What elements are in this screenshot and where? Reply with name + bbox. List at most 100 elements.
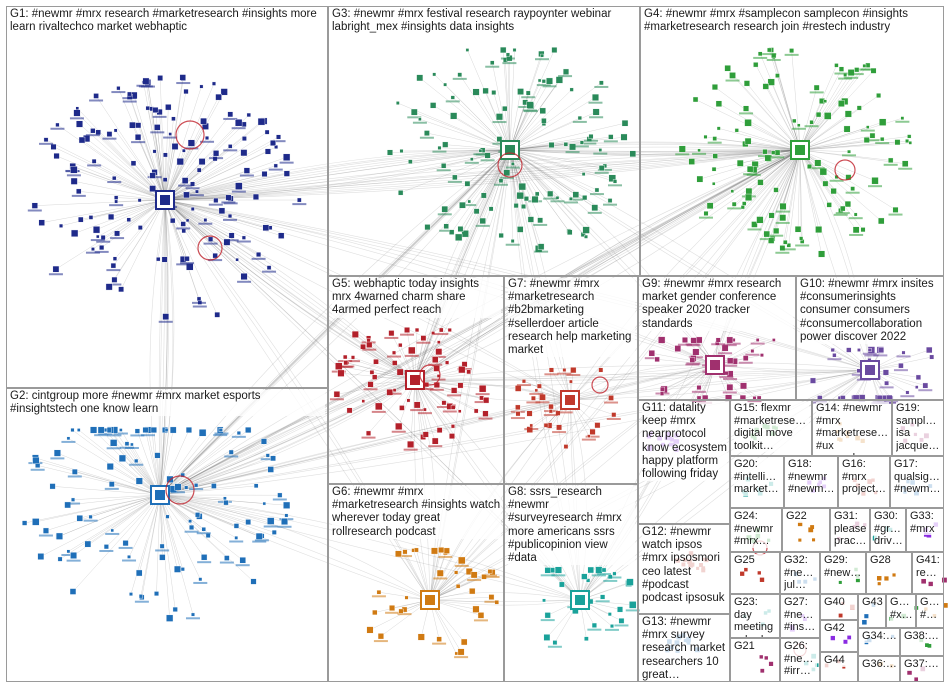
node-caption [473, 153, 488, 156]
node [410, 108, 418, 116]
node [539, 107, 546, 115]
group-box-g2: G2: cintgroup more #newmr #mrx market es… [6, 388, 328, 682]
node-caption [893, 369, 908, 372]
node-caption [231, 435, 246, 438]
node-caption [582, 142, 597, 145]
node [350, 355, 355, 360]
node [584, 636, 589, 641]
node [283, 153, 291, 161]
node [531, 195, 539, 203]
node [366, 341, 373, 348]
node [436, 427, 443, 434]
node [402, 549, 408, 555]
node [659, 391, 665, 396]
node [592, 108, 600, 116]
node [929, 354, 935, 360]
node-caption [574, 145, 589, 148]
node [470, 571, 478, 579]
node-caption [189, 488, 204, 491]
node-caption [434, 333, 449, 336]
node [594, 422, 601, 429]
node-caption [400, 333, 415, 336]
node [743, 105, 750, 112]
node-caption [436, 406, 451, 409]
node [194, 483, 199, 488]
node [927, 643, 932, 648]
node-caption [345, 360, 360, 363]
node [218, 207, 226, 215]
node [515, 404, 521, 411]
node [84, 540, 92, 548]
node [598, 148, 603, 152]
node [629, 150, 637, 158]
node [227, 213, 233, 219]
node [730, 189, 735, 193]
node-caption [208, 259, 223, 262]
node [124, 441, 130, 446]
node [543, 423, 549, 428]
node [581, 573, 588, 580]
group-box-g27: G27: #new… #insig… [780, 594, 820, 638]
node [618, 617, 625, 624]
node [91, 158, 97, 164]
node [794, 226, 802, 233]
node-caption [213, 434, 228, 437]
node [900, 116, 905, 120]
node-caption [594, 85, 609, 88]
node-caption [770, 156, 785, 159]
node [898, 362, 904, 369]
node [711, 84, 718, 91]
group-label: G44 [824, 654, 855, 667]
node [37, 553, 45, 560]
node [152, 107, 159, 113]
node [612, 571, 617, 576]
node [225, 194, 232, 201]
group-label: G5: webhaptic today insights mrx 4warned… [332, 278, 501, 318]
node [877, 217, 885, 225]
group-label: G17: qualsigh… #newmr… [894, 458, 941, 496]
node-caption [129, 463, 144, 466]
node [871, 177, 879, 185]
node [914, 677, 919, 682]
group-box-g42: G42 [820, 620, 858, 652]
node [183, 191, 190, 199]
node [53, 152, 60, 160]
node [387, 149, 393, 156]
node [760, 668, 765, 673]
node [184, 256, 190, 262]
node [57, 556, 63, 562]
node [786, 243, 792, 248]
group-box-g43: G43 [858, 594, 886, 628]
group-box-g35: G35: #ne… [916, 594, 944, 628]
node [436, 636, 442, 642]
node-caption [604, 628, 619, 631]
node-caption [484, 600, 499, 603]
node [512, 48, 517, 52]
node-caption [219, 561, 234, 564]
node [922, 382, 929, 389]
node-caption [566, 373, 581, 376]
node [373, 358, 379, 365]
node [240, 149, 248, 157]
group-label: G32: #new… jul… [784, 554, 817, 592]
node-caption [251, 257, 266, 260]
node-caption [428, 445, 443, 448]
node-caption [50, 127, 65, 130]
node-caption [857, 68, 872, 71]
node [297, 197, 302, 203]
node [768, 212, 775, 219]
node [727, 357, 734, 364]
node-caption [776, 210, 791, 213]
node [460, 638, 468, 646]
node [523, 196, 529, 202]
node [38, 219, 45, 226]
node-caption [533, 223, 548, 226]
node [32, 518, 40, 526]
node [174, 565, 181, 573]
node [223, 238, 231, 246]
node [372, 374, 378, 380]
node [267, 466, 274, 473]
node-caption [686, 344, 701, 347]
node [76, 515, 84, 522]
node [763, 230, 770, 238]
